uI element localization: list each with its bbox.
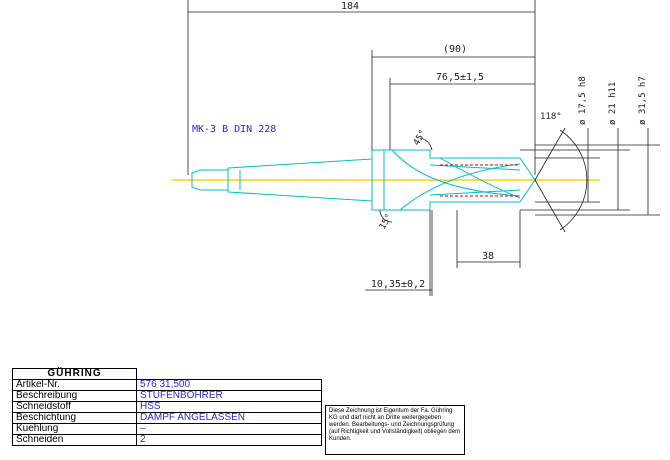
dim-flute-length: 76,5±1,5: [436, 72, 484, 83]
dim-step-length: 38: [482, 251, 494, 262]
title-row: Kuehlung –: [12, 423, 322, 435]
hidden-lines: [440, 164, 520, 197]
row-value: 2: [136, 434, 322, 446]
row-label: Beschichtung: [12, 412, 137, 424]
tool-outline: [191, 149, 536, 211]
row-value: 576 31,500: [136, 379, 322, 391]
dim-diameter-max: ø 31,5 h7: [638, 76, 648, 125]
dim-chamfer-angle-45: 45°: [412, 128, 429, 147]
dim-tip-angle: 118°: [540, 112, 562, 122]
title-row: Beschichtung DAMPF ANGELASSEN: [12, 412, 322, 424]
title-row: Beschreibung STUFENBOHRER: [12, 390, 322, 402]
row-label: Artikel-Nr.: [12, 379, 137, 391]
row-label: Beschreibung: [12, 390, 137, 402]
dim-reference-length: (90): [443, 44, 467, 55]
title-row: Schneidstoff HSS: [12, 401, 322, 413]
dim-step-offset: 10,35±0,2: [371, 279, 425, 290]
dim-diameter-step: ø 17,5 h8: [578, 76, 588, 125]
row-label: Schneiden: [12, 434, 137, 446]
dim-diameter-body: ø 21 h11: [608, 82, 618, 125]
row-label: Kuehlung: [12, 423, 137, 435]
title-row: Artikel-Nr. 576 31,500: [12, 379, 322, 391]
title-row: Schneiden 2: [12, 434, 322, 446]
row-value: DAMPF ANGELASSEN: [136, 412, 322, 424]
dimension-lines: [187, 0, 660, 296]
row-value: HSS: [136, 401, 322, 413]
taper-label: MK-3 B DIN 228: [192, 124, 276, 135]
dim-overall-length: 184: [341, 1, 359, 12]
company-logo: GÜHRING: [12, 368, 137, 380]
title-block-header: GÜHRING: [12, 368, 322, 380]
row-value: –: [136, 423, 322, 435]
row-label: Schneidstoff: [12, 401, 137, 413]
dim-chamfer-angle-15: 15°: [378, 212, 395, 231]
row-value: STUFENBOHRER: [136, 390, 322, 402]
title-block: GÜHRING Artikel-Nr. 576 31,500 Beschreib…: [12, 368, 322, 446]
ownership-note: Diese Zeichnung ist Eigentum der Fa. Güh…: [325, 405, 465, 455]
